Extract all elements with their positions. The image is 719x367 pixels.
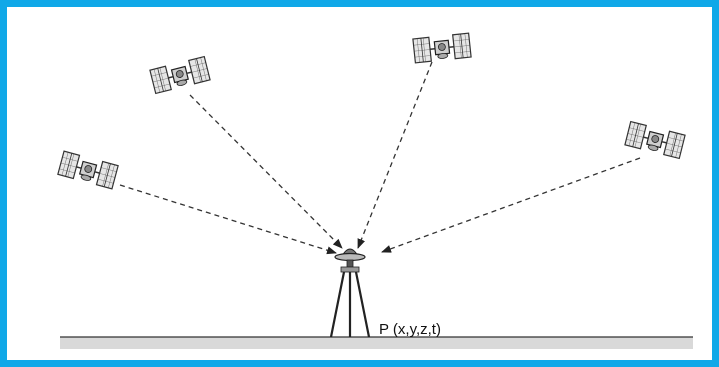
gnss-antenna-icon — [334, 248, 366, 273]
satellite-icon — [624, 120, 686, 160]
signal-path-3 — [357, 61, 433, 249]
satellite-icon — [149, 55, 211, 95]
signal-path-4 — [381, 157, 641, 253]
ground-icon — [60, 336, 693, 349]
satellite-icon — [412, 32, 472, 64]
satellite-icon — [57, 150, 119, 190]
tripod-icon — [329, 271, 371, 338]
signal-path-2 — [189, 94, 343, 249]
point-label: P (x,y,z,t) — [379, 321, 441, 338]
signal-paths — [119, 61, 641, 255]
signal-path-1 — [119, 184, 337, 255]
